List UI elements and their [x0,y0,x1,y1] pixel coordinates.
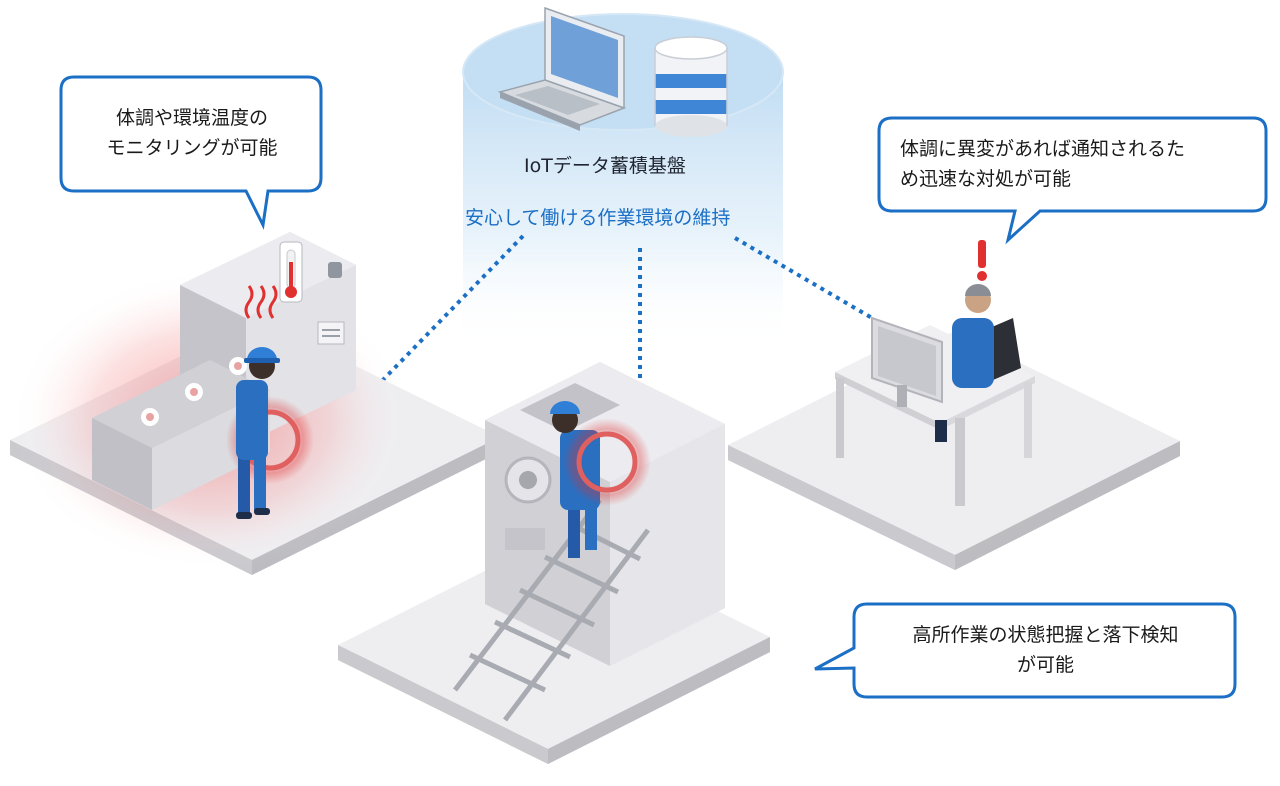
factory-machine [180,232,356,443]
platform-title: IoTデータ蓄積基盤 [524,155,686,177]
bubble-office-line2: め迅速な対処が可能 [900,168,1072,190]
speech-bubble-office [877,116,1268,245]
bubble-height-line1: 高所作業の状態把握と落下検知 [912,624,1179,646]
office-platform [728,331,1180,570]
gear-icon [141,357,247,426]
bubble-office-line1: 体調に異変があれば通知されるた [900,138,1186,160]
platform-subtitle: 安心して働ける作業環境の維持 [465,207,731,229]
speech-bubble-factory [59,75,323,230]
bubble-height-text: 高所作業の状態把握と落下検知 が可能 [868,620,1223,680]
climbing-worker [550,401,651,558]
bubble-factory-line1: 体調や環境温度の [115,107,268,129]
computer-monitor [871,316,943,407]
bubble-factory-line2: モニタリングが可能 [106,137,278,159]
laptop-icon [497,6,627,131]
database-icon [654,36,728,137]
alert-exclamation-icon [977,240,987,281]
factory-worker [226,347,314,519]
bubble-factory-text: 体調や環境温度の モニタリングが可能 [72,103,312,163]
shelving-unit [485,362,725,666]
bubble-height-line2: が可能 [1016,654,1074,676]
office-worker [935,284,1021,442]
bubble-office-text: 体調に異変があれば通知されるた め迅速な対処が可能 [900,134,1250,194]
thermometer-icon [279,241,303,303]
heat-waves-icon [244,285,278,319]
speech-bubble-height [814,602,1237,699]
